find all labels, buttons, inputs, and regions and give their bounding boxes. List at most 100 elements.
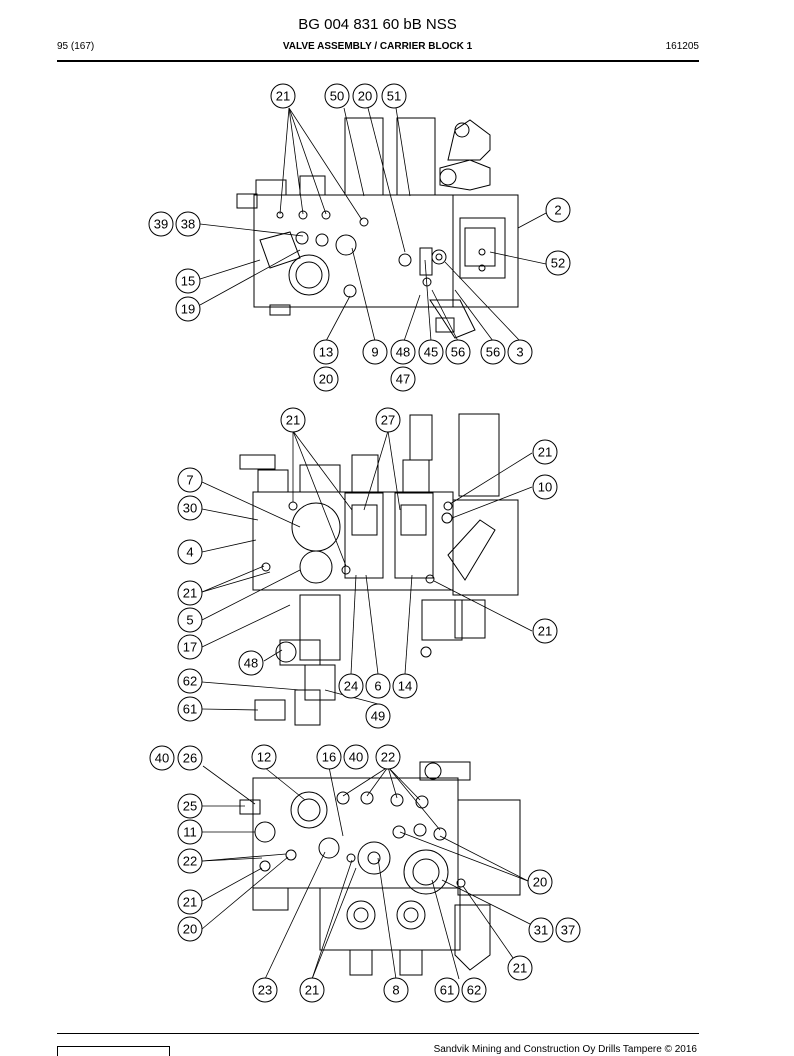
view-top-callout: 19 xyxy=(175,296,201,322)
callout-circle xyxy=(507,339,533,365)
callout-number: 21 xyxy=(538,624,552,639)
callout-number: 31 xyxy=(534,923,548,938)
page-number: 95 (167) xyxy=(57,41,95,52)
view-bottom-callout: 21 xyxy=(507,955,533,981)
view-middle-callout: 6 xyxy=(365,673,391,699)
view-bottom-callout: 21 xyxy=(177,889,203,915)
callout-number: 25 xyxy=(183,799,197,814)
view-bottom-callout: 40 xyxy=(343,744,369,770)
callout-number: 47 xyxy=(396,372,410,387)
callout-circle xyxy=(480,339,506,365)
view-top-callout: 56 xyxy=(480,339,506,365)
callout-number: 21 xyxy=(513,961,527,976)
callout-number: 15 xyxy=(181,274,195,289)
view-middle-callout: 21 xyxy=(532,439,558,465)
callout-circle xyxy=(177,793,203,819)
callout-circle xyxy=(390,366,416,392)
callout-circle xyxy=(251,744,277,770)
callout-circle xyxy=(383,977,409,1003)
callout-number: 50 xyxy=(330,89,344,104)
callout-number: 16 xyxy=(322,750,336,765)
view-top-callout: 2 xyxy=(545,197,571,223)
callout-number: 17 xyxy=(183,640,197,655)
callout-circle xyxy=(177,819,203,845)
view-top-callout: 3 xyxy=(507,339,533,365)
callout-circle xyxy=(299,977,325,1003)
view-top-callout: 48 xyxy=(390,339,416,365)
view-middle-callout: 62 xyxy=(177,668,203,694)
callout-number: 7 xyxy=(186,473,193,488)
view-top-callout: 20 xyxy=(313,366,339,392)
callout-number: 6 xyxy=(374,679,381,694)
callout-circle xyxy=(270,83,296,109)
callout-number: 2 xyxy=(554,203,561,218)
view-middle-callout: 4 xyxy=(177,539,203,565)
callout-circle xyxy=(532,474,558,500)
callout-circle xyxy=(375,407,401,433)
view-bottom-callout: 8 xyxy=(383,977,409,1003)
callout-circle xyxy=(313,339,339,365)
callout-number: 62 xyxy=(183,674,197,689)
callout-circle xyxy=(177,580,203,606)
view-top-callout: 56 xyxy=(445,339,471,365)
callout-circle xyxy=(390,339,416,365)
view-bottom-callout: 22 xyxy=(177,848,203,874)
view-top-callout: 52 xyxy=(545,250,571,276)
callout-number: 39 xyxy=(154,217,168,232)
view-middle-callout: 21 xyxy=(532,618,558,644)
callout-number: 37 xyxy=(561,923,575,938)
callout-number: 21 xyxy=(305,983,319,998)
callout-circle xyxy=(177,539,203,565)
callout-number: 21 xyxy=(183,586,197,601)
callout-circle xyxy=(343,744,369,770)
view-top-callout: 15 xyxy=(175,268,201,294)
view-middle-leaders xyxy=(201,430,533,711)
view-top-callout: 47 xyxy=(390,366,416,392)
view-top-leaders xyxy=(199,107,549,342)
view-bottom-callout: 12 xyxy=(251,744,277,770)
view-middle-callout: 21 xyxy=(177,580,203,606)
callout-number: 48 xyxy=(396,345,410,360)
callout-number: 30 xyxy=(183,501,197,516)
callout-number: 61 xyxy=(183,702,197,717)
section-title: VALVE ASSEMBLY / CARRIER BLOCK 1 xyxy=(282,41,473,52)
callout-number: 8 xyxy=(392,983,399,998)
view-top-callout: 20 xyxy=(352,83,378,109)
view-bottom-callout: 26 xyxy=(177,745,203,771)
callout-circle xyxy=(362,339,388,365)
callout-circle xyxy=(177,467,203,493)
callout-number: 45 xyxy=(424,345,438,360)
callout-circle xyxy=(434,977,460,1003)
view-bottom-callout: 22 xyxy=(375,744,401,770)
callout-circle xyxy=(527,869,553,895)
view-middle-callout: 49 xyxy=(365,703,391,729)
view-bottom-callout: 16 xyxy=(316,744,342,770)
view-bottom-callout: 21 xyxy=(299,977,325,1003)
view-top-callout: 39 xyxy=(148,211,174,237)
callout-number: 40 xyxy=(349,750,363,765)
view-bottom-callout: 37 xyxy=(555,917,581,943)
callout-number: 52 xyxy=(551,256,565,271)
callout-circle xyxy=(252,977,278,1003)
view-top-callout: 13 xyxy=(313,339,339,365)
view-top-callout: 51 xyxy=(381,83,407,109)
callout-circle xyxy=(461,977,487,1003)
callout-number: 21 xyxy=(276,89,290,104)
callout-number: 21 xyxy=(538,445,552,460)
callout-circle xyxy=(175,268,201,294)
sandvik-logo xyxy=(57,1046,170,1056)
callout-circle xyxy=(352,83,378,109)
callout-number: 9 xyxy=(371,345,378,360)
view-bottom-callout: 40 xyxy=(149,745,175,771)
callout-circle xyxy=(316,744,342,770)
callout-circle xyxy=(313,366,339,392)
callout-circle xyxy=(375,744,401,770)
callout-circle xyxy=(507,955,533,981)
callout-number: 38 xyxy=(181,217,195,232)
callout-circle xyxy=(545,250,571,276)
callout-number: 5 xyxy=(186,613,193,628)
callout-number: 14 xyxy=(398,679,412,694)
document-title: BG 004 831 60 bB NSS xyxy=(298,16,457,33)
callout-circle xyxy=(418,339,444,365)
